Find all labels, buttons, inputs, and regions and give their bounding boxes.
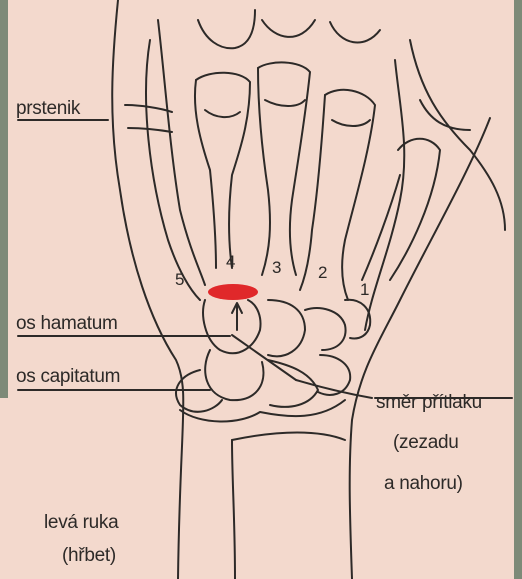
- label-smer-pritlaku: směr přítlaku: [376, 392, 482, 414]
- pressure-arrow: [232, 303, 242, 330]
- finger-5-bones: [125, 105, 172, 132]
- label-a-nahoru: a nahoru): [384, 473, 463, 495]
- label-zezadu: (zezadu: [393, 432, 459, 454]
- label-leva-ruka: levá ruka: [44, 512, 118, 534]
- os-capitatum-bone: [205, 350, 263, 400]
- highlighted-joint: [208, 284, 258, 300]
- thumb-outline: [410, 40, 505, 230]
- finger-4-bones: [198, 10, 255, 48]
- finger-number-5: 5: [175, 270, 184, 290]
- finger-number-3: 3: [272, 258, 281, 278]
- finger-number-2: 2: [318, 263, 327, 283]
- label-hrbet: (hřbet): [62, 545, 116, 567]
- hand-outline-ulnar: [112, 0, 183, 579]
- hand-outline-radial: [350, 118, 490, 579]
- label-os-capitatum: os capitatum: [16, 366, 120, 388]
- finger-number-1: 1: [360, 280, 369, 300]
- os-hamatum-bone: [203, 300, 260, 353]
- finger-number-4: 4: [226, 252, 235, 272]
- label-prstenik: prstenik: [16, 98, 80, 120]
- label-os-hamatum: os hamatum: [16, 313, 118, 335]
